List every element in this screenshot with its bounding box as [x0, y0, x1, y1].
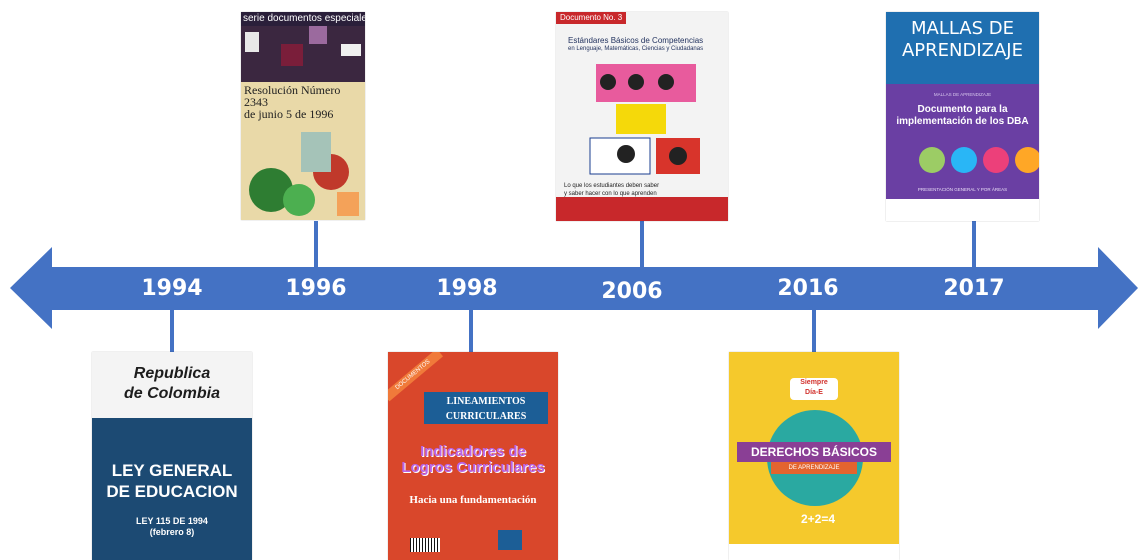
cover-2017-doc-title: Documento para la implementación de los … — [886, 104, 1039, 128]
cover-2006-title: Estándares Básicos de Competencias — [568, 36, 704, 45]
cover-2006: Documento No. 3 Estándares Básicos de Co… — [556, 12, 728, 221]
cover-1994-top — [92, 352, 252, 418]
connector-2017 — [972, 221, 976, 267]
cover-2016-banner2: DE APRENDIZAJE — [771, 462, 857, 474]
cover-1998-title-line1: Indicadores de — [420, 443, 526, 460]
cover-1998-banner: LINEAMIENTOS CURRICULARES — [424, 392, 548, 424]
cover-1996-header: serie documentos especiales — [241, 12, 365, 26]
cover-1994-republica-line2: de Colombia — [123, 385, 220, 402]
cover-1996-band — [241, 26, 365, 82]
cover-1998-title: Indicadores de Logros Curriculares — [388, 444, 558, 476]
cover-2017-title: MALLAS DE APRENDIZAJE — [886, 12, 1039, 84]
cover-1994-republica-line1: Republica — [133, 365, 211, 382]
cover-2006-phrase-line1: Lo que los estudiantes deben saber — [564, 183, 660, 189]
cover-2006-subtitle: en Lenguaje, Matemáticas, Ciencias y Ciu… — [568, 46, 704, 52]
cover-1998-banner-line2: CURRICULARES — [445, 411, 527, 422]
cover-1994: Republica de Colombia LEY GENERAL DE EDU… — [92, 352, 252, 560]
year-1996: 1996 — [285, 276, 347, 301]
year-2006: 2006 — [601, 279, 663, 304]
year-2016: 2016 — [777, 276, 839, 301]
connector-2006 — [640, 221, 644, 267]
cover-2017-doc-line2: implementación de los DBA — [896, 116, 1029, 127]
connector-1994 — [170, 310, 174, 352]
cover-2017-small-label: MALLAS DE APRENDIZAJE — [933, 92, 992, 97]
cover-2016-logo: Siempre Día-E — [790, 378, 838, 400]
cover-2017: MALLAS DE APRENDIZAJE MALLAS DE APRENDIZ… — [886, 12, 1039, 221]
cover-1998-logo — [498, 530, 522, 550]
cover-2017-area-icons — [919, 147, 1039, 173]
connector-1998 — [469, 310, 473, 352]
cover-1996-title: Resolución Número 2343 de junio 5 de 199… — [244, 84, 364, 120]
cover-1996-title-line1: Resolución Número 2343 — [244, 83, 341, 109]
cover-2006-phrase-line2: y saber hacer con lo que aprenden — [564, 191, 657, 197]
cover-1998-title-line2: Logros Curriculares — [401, 459, 545, 476]
cover-1994-title-line1: LEY GENERAL — [111, 461, 233, 480]
cover-2016-footer — [729, 544, 899, 560]
cover-1996-title-line2: de junio 5 de 1996 — [244, 107, 334, 121]
cover-1998-banner-line1: LINEAMIENTOS — [446, 396, 526, 407]
cover-1994-subtitle-line1: LEY 115 DE 1994 — [136, 516, 208, 526]
connector-2016 — [812, 310, 816, 352]
year-1994: 1994 — [141, 276, 203, 301]
cover-1996-illustration — [249, 132, 359, 216]
cover-2017-footer — [886, 199, 1039, 221]
cover-1996: serie documentos especiales Resolución N… — [241, 12, 365, 220]
cover-1998-barcode — [410, 538, 440, 552]
year-1998: 1998 — [436, 276, 498, 301]
cover-1994-title-line2: DE EDUCACION — [106, 482, 238, 501]
cover-2006-illustration — [589, 64, 700, 175]
cover-2017-doc-line1: Documento para la — [917, 104, 1008, 115]
cover-2016-logo-line1: Siempre — [800, 379, 828, 386]
cover-2017-title-line2: APRENDIZAJE — [901, 40, 1023, 61]
arrow-shape — [10, 247, 1138, 329]
cover-2016: Siempre Día-E DERECHOS BÁSICOS DE APREND… — [729, 352, 899, 560]
cover-2017-title-line1: MALLAS DE — [910, 18, 1014, 39]
cover-2006-phrase: Lo que los estudiantes deben saber y sab… — [564, 182, 714, 198]
cover-2017-footer-text: PRESENTACIÓN GENERAL Y POR ÁREAS — [917, 187, 1008, 192]
cover-2016-banner: DERECHOS BÁSICOS — [737, 442, 891, 462]
cover-1998-subtitle: Hacia una fundamentación — [409, 494, 537, 506]
cover-1998: DOCUMENTOS LINEAMIENTOS CURRICULARES Ind… — [388, 352, 558, 560]
connector-1996 — [314, 221, 318, 267]
cover-2016-logo-line2: Día-E — [805, 389, 823, 396]
cover-1994-subtitle: LEY 115 DE 1994 (febrero 8) — [92, 516, 252, 538]
year-2017: 2017 — [943, 276, 1005, 301]
cover-1994-subtitle-line2: (febrero 8) — [149, 527, 195, 537]
cover-2016-math: 2+2=4 — [801, 512, 836, 526]
cover-2006-footer — [556, 197, 728, 221]
cover-1994-title: LEY GENERAL DE EDUCACION — [92, 460, 252, 502]
cover-1994-republica: Republica de Colombia — [92, 364, 252, 404]
cover-2006-tag: Documento No. 3 — [556, 12, 627, 24]
